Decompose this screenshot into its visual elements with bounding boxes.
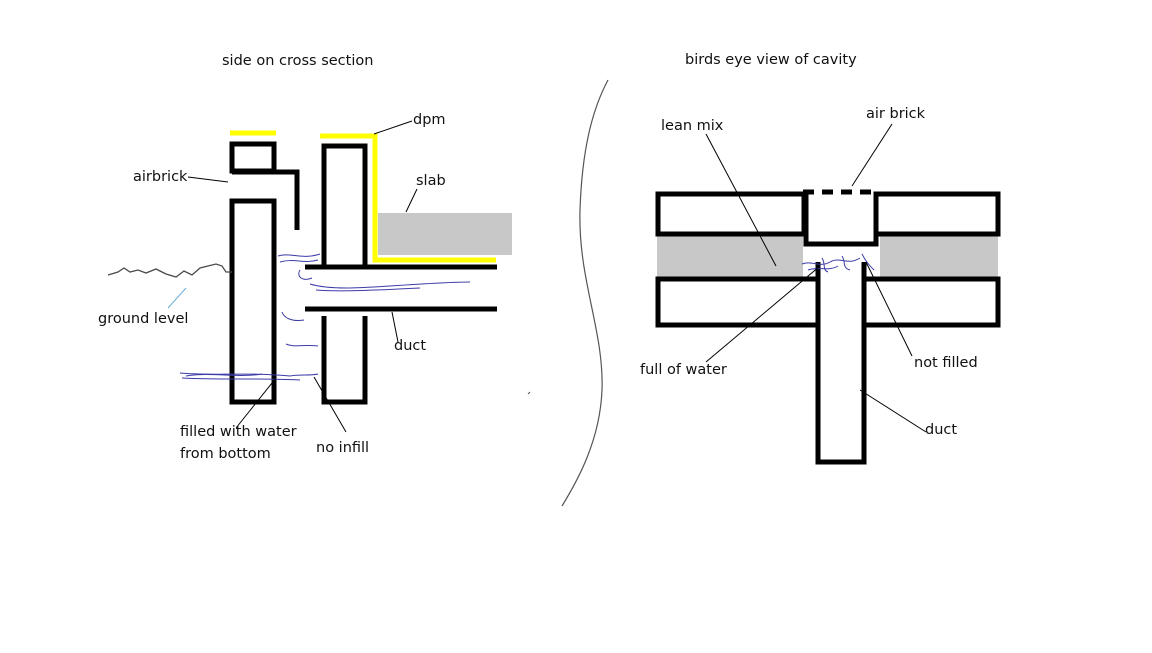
airbrick-bracket <box>232 169 300 230</box>
outer-leaf-upper <box>229 141 277 174</box>
leader-filled-with-water <box>235 377 277 429</box>
inner-leaf-lower <box>321 316 368 405</box>
title-birds-eye: birds eye view of cavity <box>685 52 857 68</box>
label-dpm: dpm <box>413 112 446 128</box>
leader-air-brick <box>851 123 893 187</box>
water-scribbles <box>179 253 471 381</box>
lean-mix-right <box>880 235 998 277</box>
leader-airbrick <box>187 176 229 183</box>
inner-wall-right <box>861 276 1001 328</box>
inner-leaf-upper <box>321 143 368 270</box>
label-lean-mix: lean mix <box>661 118 724 134</box>
leader-not-filled <box>865 261 913 357</box>
leader-lean-mix <box>705 133 777 267</box>
slab <box>378 213 512 255</box>
leader-ground-level <box>167 287 187 309</box>
leader-slab <box>405 188 418 213</box>
birds-eye-diagram <box>655 123 1001 465</box>
label-duct: duct <box>394 338 427 354</box>
dpm-membrane <box>320 133 496 263</box>
label-not-filled: not filled <box>914 355 978 371</box>
outer-leaf <box>229 198 277 405</box>
lean-mix-left <box>657 235 803 277</box>
label-slab: slab <box>416 173 446 189</box>
water-scribbles-plan <box>801 253 875 273</box>
air-brick-box <box>803 194 879 247</box>
cross-section-diagram <box>107 120 512 433</box>
outer-wall-left <box>655 191 807 237</box>
label-filled-line2: from bottom <box>180 446 271 462</box>
label-filled-line1: filled with water <box>180 424 297 440</box>
inner-wall-left <box>655 276 821 328</box>
leader-duct-plan <box>859 389 927 433</box>
leader-no-infill <box>313 376 347 433</box>
title-cross-section: side on cross section <box>222 53 374 69</box>
label-airbrick: airbrick <box>133 169 188 185</box>
duct-plan <box>815 262 867 465</box>
leader-dpm <box>373 120 413 135</box>
stray-mark <box>527 391 531 395</box>
leader-full-of-water <box>705 265 821 363</box>
label-full-of-water: full of water <box>640 362 727 378</box>
label-air-brick: air brick <box>866 106 926 122</box>
label-duct-plan: duct <box>925 422 958 438</box>
label-ground-level: ground level <box>98 311 189 327</box>
leader-duct <box>391 311 399 343</box>
label-no-infill: no infill <box>316 440 370 456</box>
ground-line <box>107 263 232 278</box>
outer-wall-right <box>873 191 1001 237</box>
divider-curve <box>561 79 609 507</box>
